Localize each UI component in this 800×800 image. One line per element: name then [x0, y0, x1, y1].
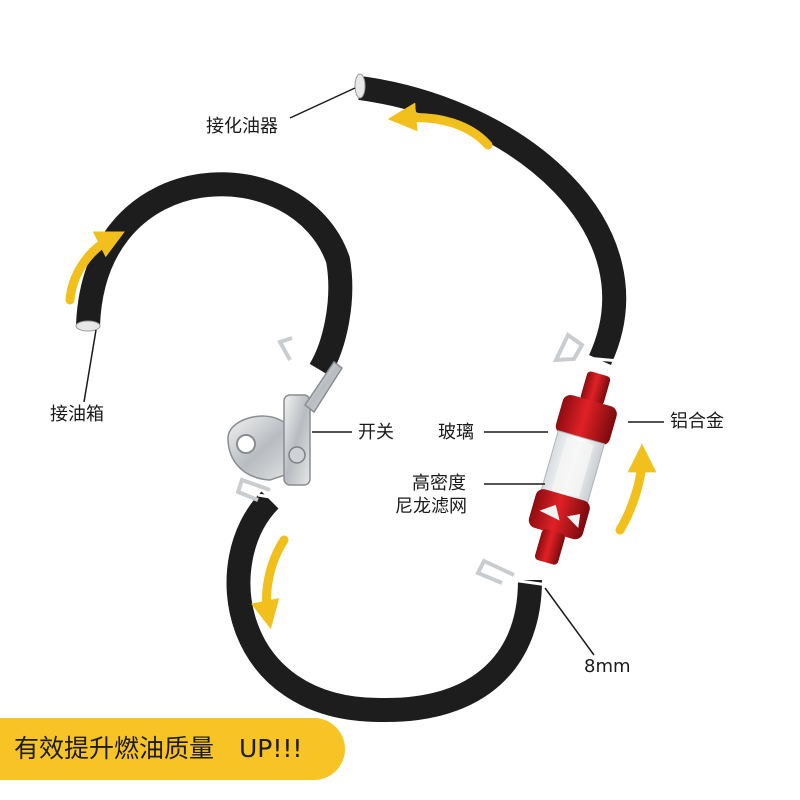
fuel-switch-valve: [227, 360, 344, 486]
label-aluminum-alloy: 铝合金: [670, 411, 724, 432]
hose-clamp-icon: [235, 331, 585, 585]
label-switch: 开关: [358, 422, 394, 443]
label-diameter: 8mm: [584, 656, 631, 677]
label-filter-line2: 尼龙滤网: [395, 496, 467, 517]
label-filter-line1: 高密度: [412, 473, 466, 494]
hose-opening-carburetor: [354, 73, 366, 99]
label-carburetor: 接化油器: [206, 116, 278, 137]
hose-bottom-loop: [226, 491, 542, 723]
hose-to-carburetor: [358, 76, 627, 366]
promo-banner-text: 有效提升燃油质量 UP!!!: [14, 734, 303, 763]
label-glass: 玻璃: [438, 422, 474, 443]
fuel-filter: [528, 371, 617, 565]
hose-to-fuel-tank: [76, 172, 353, 377]
leader-lines: [83, 87, 664, 656]
promo-banner: 有效提升燃油质量 UP!!!: [0, 718, 345, 780]
hose-opening-fuel-tank: [75, 320, 101, 332]
label-fuel-tank: 接油箱: [50, 404, 104, 425]
flow-arrow-icon: [65, 102, 657, 630]
